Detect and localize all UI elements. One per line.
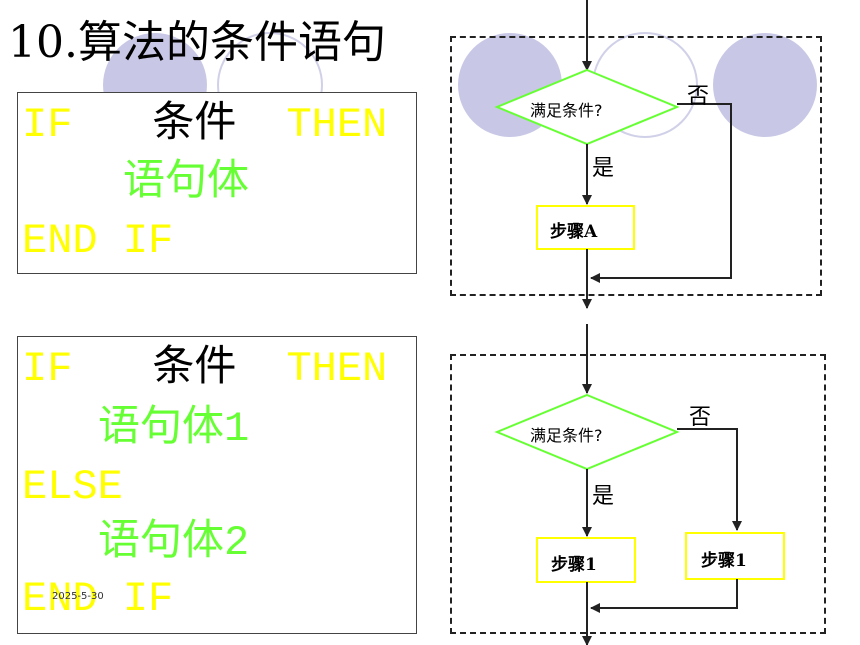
code2-condition: 条件 (152, 345, 237, 393)
flow1-no-label: 否 (687, 84, 710, 109)
flow1-no-path (590, 103, 732, 283)
flow1-decision-label: 满足条件? (530, 101, 603, 120)
code-box-if-else (17, 336, 417, 634)
flow1-yes-label: 是 (592, 156, 615, 181)
page-title: 10.算法的条件语句 (8, 17, 386, 68)
flow2-merge-path (590, 579, 738, 613)
code2-line1: IF 条件 THEN (22, 348, 387, 390)
code1-then-keyword: THEN (286, 101, 388, 149)
flow2-no-path (677, 428, 742, 531)
flow1-container (450, 36, 822, 296)
code2-else: ELSE (22, 463, 123, 511)
footer-date: 2025-5-30 (52, 591, 104, 602)
code2-then-keyword: THEN (286, 345, 388, 393)
code1-body: 语句体 (123, 159, 250, 207)
code2-end-if: END IF (22, 575, 174, 623)
flow2-step-right-box (685, 532, 785, 580)
flow2-yes-label: 是 (592, 484, 615, 509)
flow2-container (450, 354, 826, 634)
code2-if-keyword: IF (22, 345, 73, 393)
code1-condition: 条件 (152, 101, 237, 149)
flow2-step-left-label: 步骤1 (551, 555, 597, 575)
flow2-decision-label: 满足条件? (530, 426, 603, 445)
code2-body2: 语句体2 (98, 519, 250, 567)
flow1-step-label: 步骤A (550, 222, 598, 242)
code2-body1: 语句体1 (98, 405, 250, 453)
code1-end-if: END IF (22, 217, 174, 265)
flow1-step-box (536, 205, 635, 250)
flow2-no-label: 否 (689, 405, 712, 430)
code1-if-keyword: IF (22, 101, 73, 149)
flow2-step-right-label: 步骤1 (701, 551, 747, 571)
code-box-if-then (17, 92, 417, 274)
code1-line1: IF 条件 THEN (22, 104, 387, 146)
deco-circle-5 (713, 33, 817, 137)
